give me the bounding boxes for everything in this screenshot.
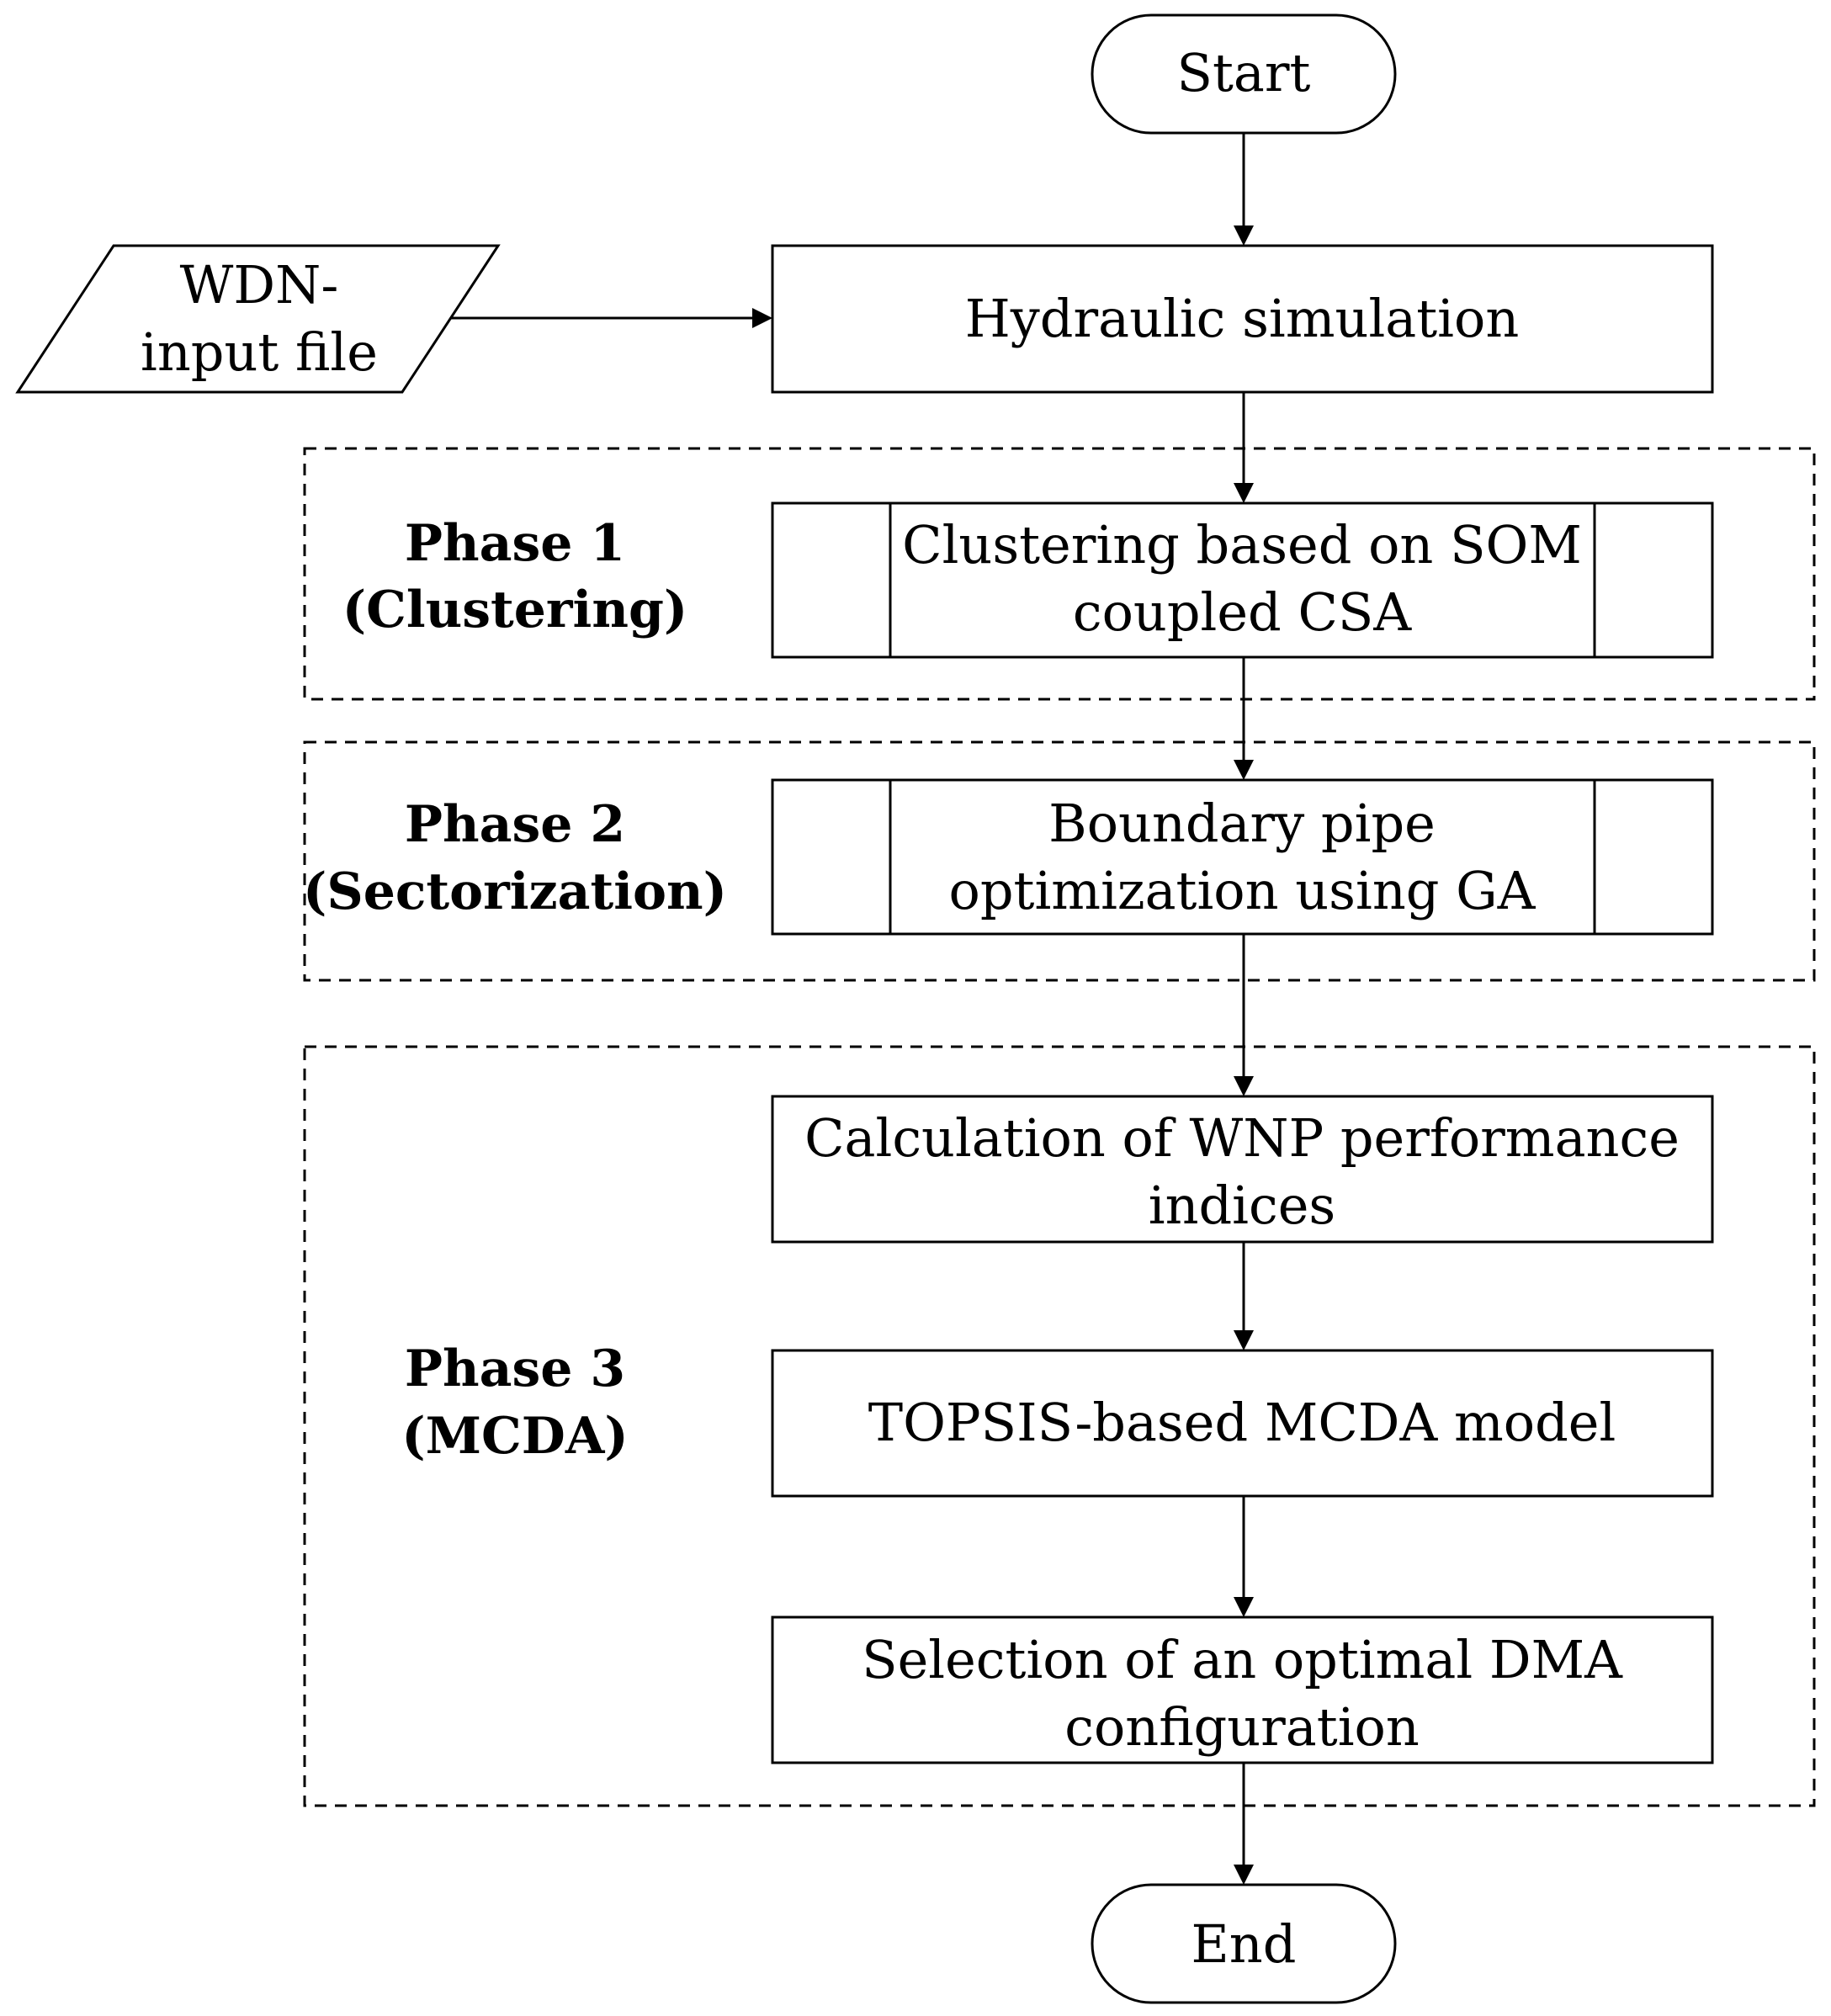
- phase-2-container: [303, 740, 1816, 982]
- phase-3-label: Phase 3: [405, 1340, 625, 1398]
- calculation-label-line1: Calculation of WNP performance: [804, 1107, 1680, 1169]
- clustering-node: [771, 501, 1714, 659]
- end-label: End: [1191, 1913, 1297, 1975]
- phase-3-subtitle: (MCDA): [401, 1407, 629, 1466]
- phase-1-label: Phase 1: [405, 514, 625, 573]
- phase-1-container: [303, 447, 1816, 701]
- phase-2-subtitle: (Sectorization): [303, 862, 727, 921]
- input-file-label-line2: input file: [141, 321, 378, 383]
- arrowhead-topsis-to-selection: [1234, 1597, 1254, 1617]
- input-file-node: [15, 244, 501, 394]
- boundary-pipe-label-line1: Boundary pipe: [1048, 793, 1436, 854]
- selection-label-line2: configuration: [1064, 1696, 1420, 1758]
- phase-2-label: Phase 2: [405, 795, 625, 854]
- arrowhead-input-to-hydraulic: [752, 308, 772, 328]
- boundary-pipe-label-line2: optimization using GA: [949, 860, 1536, 921]
- start-label: Start: [1177, 42, 1311, 103]
- phase-3-container: [303, 1045, 1816, 1807]
- arrowhead-calculation-to-topsis: [1234, 1330, 1254, 1350]
- hydraulic-simulation-node: [771, 244, 1714, 394]
- arrowhead-start-to-hydraulic: [1234, 225, 1254, 246]
- arrowhead-selection-to-end: [1234, 1865, 1254, 1885]
- clustering-label-line2: coupled CSA: [1073, 581, 1412, 643]
- input-file-label-line1: WDN-: [180, 254, 339, 316]
- arrowhead-clustering-to-boundary: [1234, 760, 1254, 780]
- hydraulic-simulation-label: Hydraulic simulation: [965, 288, 1520, 349]
- topsis-label: TOPSIS-based MCDA model: [868, 1392, 1616, 1453]
- calculation-node: [771, 1095, 1714, 1244]
- arrowhead-hydraulic-to-clustering: [1234, 483, 1254, 503]
- arrowhead-boundary-to-calculation: [1234, 1076, 1254, 1096]
- phase-1-subtitle: (Clustering): [342, 581, 688, 639]
- clustering-label-line1: Clustering based on SOM: [902, 514, 1582, 576]
- selection-label-line1: Selection of an optimal DMA: [862, 1629, 1623, 1690]
- calculation-label-line2: indices: [1149, 1175, 1336, 1236]
